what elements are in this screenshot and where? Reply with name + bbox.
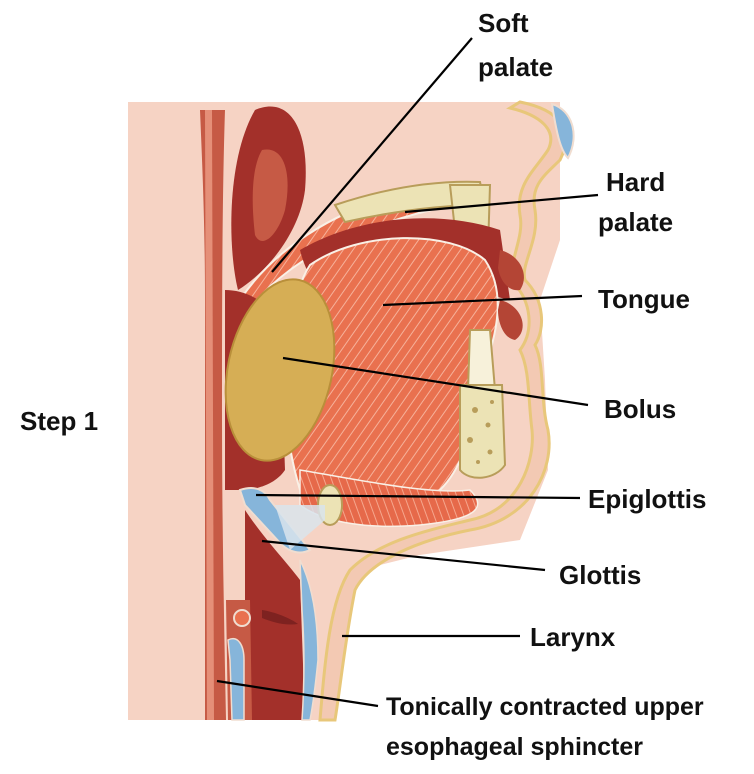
mandible-bone — [460, 385, 505, 478]
label-hard-palate-line1: Hard — [606, 167, 665, 197]
label-sphincter-line1: Tonically contracted upper — [386, 692, 704, 722]
label-tongue: Tongue — [598, 284, 690, 314]
label-sphincter-line2: esophageal sphincter — [386, 732, 643, 762]
esophageal-muscle-dot — [234, 610, 250, 626]
label-soft-palate-line2: palate — [478, 52, 553, 82]
lower-tooth — [468, 330, 495, 390]
label-soft-palate-line1: Soft — [478, 8, 529, 38]
label-bolus: Bolus — [604, 394, 676, 424]
label-glottis: Glottis — [559, 560, 641, 590]
step-label: Step 1 — [20, 406, 98, 436]
label-larynx: Larynx — [530, 622, 615, 652]
label-hard-palate-line2: palate — [598, 207, 673, 237]
label-epiglottis: Epiglottis — [588, 484, 706, 514]
